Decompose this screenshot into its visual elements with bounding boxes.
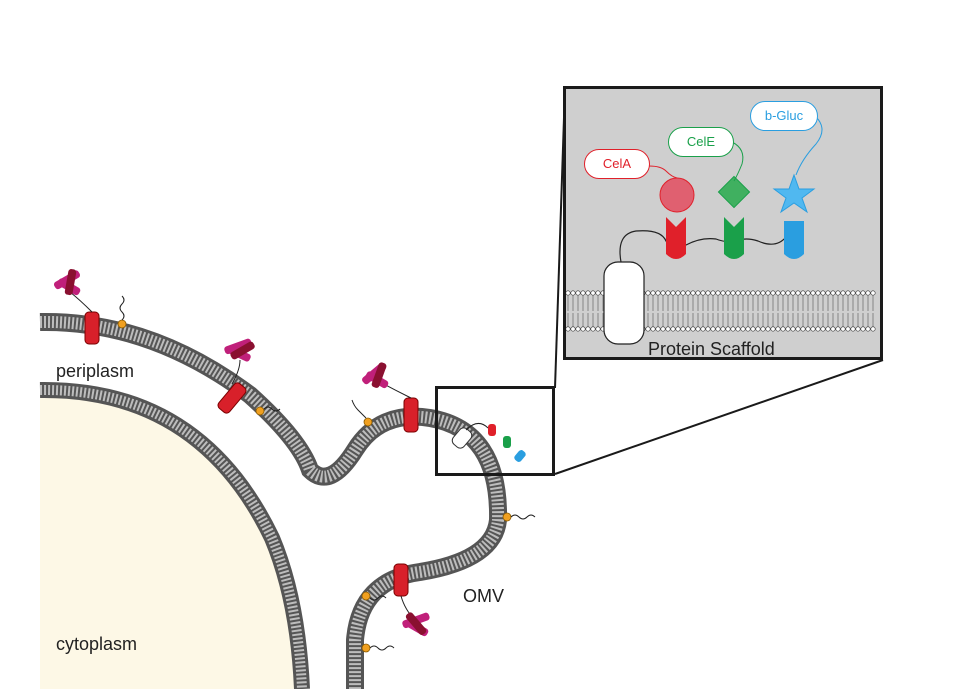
scaffold-label: Protein Scaffold	[648, 339, 775, 359]
bgluc-tag: b-Gluc	[750, 101, 818, 131]
dock-red	[666, 217, 686, 259]
lipid-anchor-2	[255, 406, 281, 416]
folded-protein-icon	[224, 338, 255, 362]
transporter-4	[393, 563, 430, 637]
lipid-anchor-5	[361, 591, 387, 601]
cytoplasm-region	[40, 392, 305, 689]
periplasm-label: periplasm	[56, 361, 135, 381]
cela-enzyme-icon	[659, 177, 695, 213]
folded-protein-icon	[362, 362, 389, 389]
transporter-1	[53, 269, 100, 345]
bgluc-enzyme-icon	[772, 173, 816, 214]
lipid-anchor-6	[361, 643, 395, 653]
transporter-2	[217, 338, 255, 414]
inset-panel: CelA CelE b-Gluc Protein Scaffold	[563, 86, 883, 360]
protein-scaffold	[603, 261, 645, 345]
cele-enzyme-icon	[717, 175, 751, 209]
cytoplasm-label: cytoplasm	[56, 634, 138, 654]
dock-green	[724, 217, 744, 259]
lipid-anchor-1	[117, 295, 127, 329]
zoom-box	[435, 386, 555, 476]
zoom-line-bottom	[554, 359, 884, 475]
folded-protein-icon	[402, 612, 430, 637]
scaffold-mini	[451, 423, 526, 462]
cela-tag: CelA	[584, 149, 650, 179]
dock-blue	[784, 221, 804, 259]
lipid-anchor-3	[351, 399, 373, 427]
omv-label: OMV	[463, 586, 505, 606]
transporter-3	[362, 362, 419, 433]
inset-svg	[565, 116, 876, 345]
cele-tag: CelE	[668, 127, 734, 157]
lipid-anchor-4	[502, 512, 536, 522]
folded-protein-icon	[53, 269, 81, 296]
